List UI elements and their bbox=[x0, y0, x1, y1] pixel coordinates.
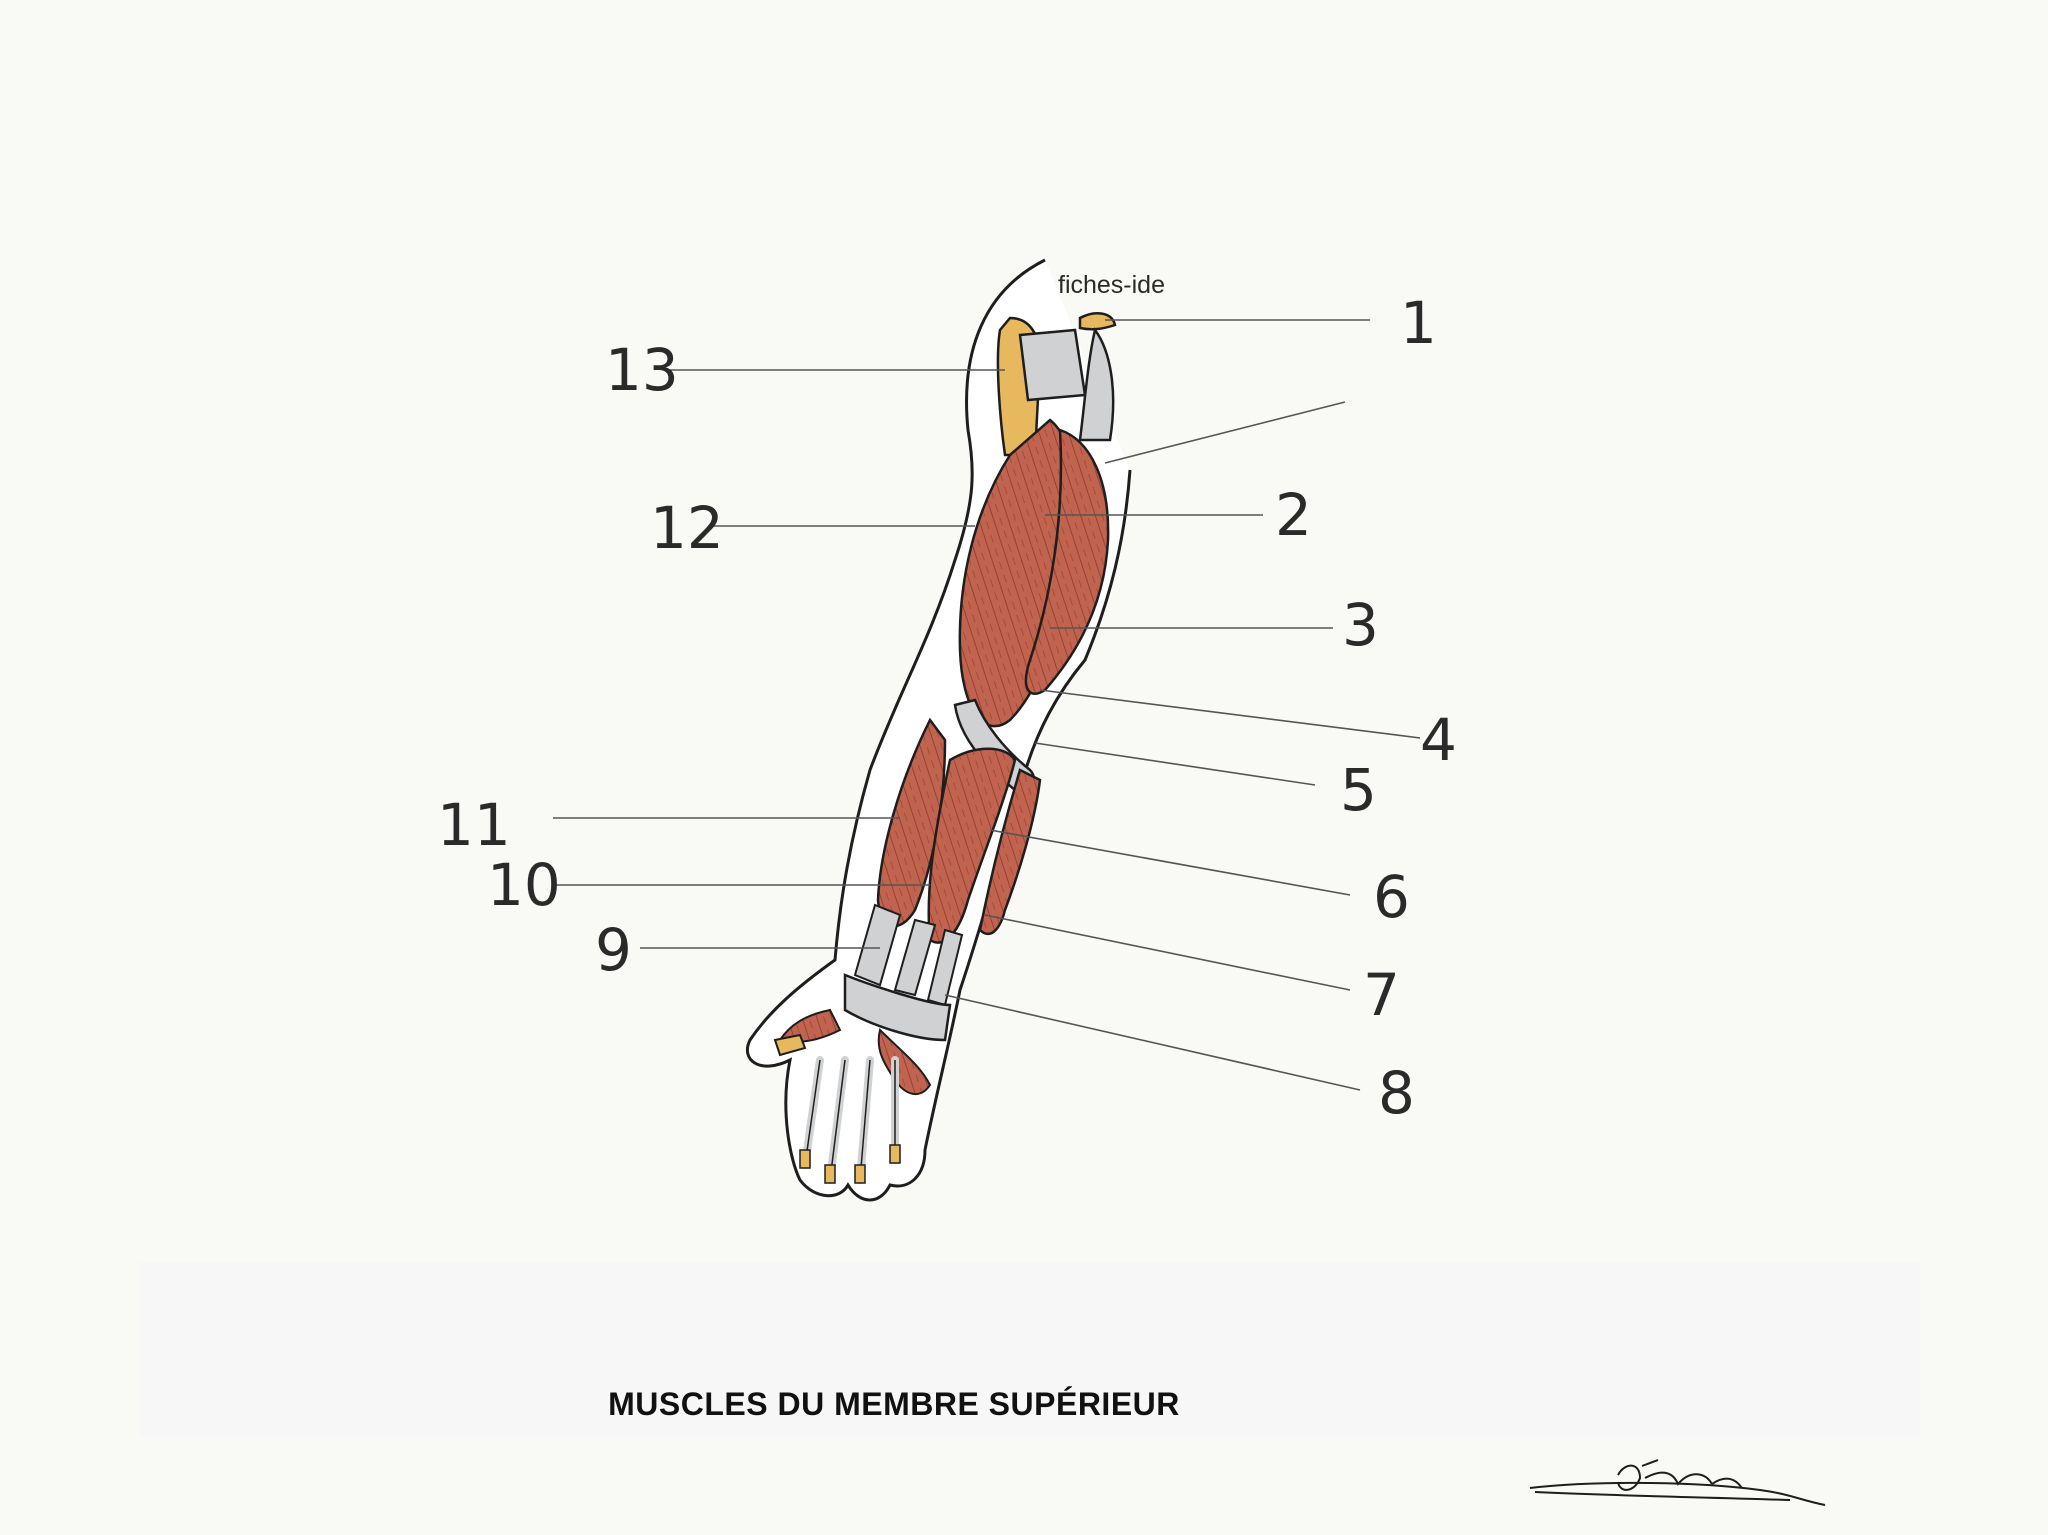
leader-line-5 bbox=[1034, 742, 1316, 786]
wrist-tendons bbox=[843, 903, 964, 1042]
label-10: 10 bbox=[487, 851, 561, 919]
label-8: 8 bbox=[1378, 1059, 1415, 1127]
leader-line-8 bbox=[944, 994, 1361, 1091]
label-12: 12 bbox=[650, 494, 724, 562]
signature bbox=[1529, 1459, 1826, 1506]
hand bbox=[773, 1008, 932, 1184]
leader-line-1b bbox=[1104, 401, 1346, 464]
label-6: 6 bbox=[1373, 863, 1410, 931]
number-labels: 1 2 3 4 5 6 7 8 9 10 11 12 13 bbox=[437, 289, 1457, 1127]
forearm-muscles bbox=[876, 717, 1042, 944]
fingers bbox=[799, 1056, 901, 1184]
label-3: 3 bbox=[1342, 591, 1379, 659]
watermark-text: fiches-ide bbox=[1058, 271, 1165, 299]
label-2: 2 bbox=[1275, 481, 1312, 549]
leader-line-7 bbox=[984, 914, 1351, 991]
title-band bbox=[140, 1262, 1920, 1437]
label-1: 1 bbox=[1400, 289, 1437, 357]
label-11: 11 bbox=[437, 791, 511, 859]
label-13: 13 bbox=[605, 336, 679, 404]
upper-arm-muscles bbox=[958, 418, 1110, 728]
leader-line-6 bbox=[989, 829, 1351, 896]
leader-line-4 bbox=[1039, 689, 1421, 739]
label-4: 4 bbox=[1420, 706, 1457, 774]
leader-lines bbox=[553, 319, 1421, 1091]
diagram-title: MUSCLES DU MEMBRE SUPÉRIEUR bbox=[608, 1386, 1180, 1422]
label-9: 9 bbox=[595, 916, 632, 984]
label-7: 7 bbox=[1363, 961, 1400, 1029]
label-5: 5 bbox=[1340, 756, 1377, 824]
shoulder-bones bbox=[996, 312, 1117, 457]
